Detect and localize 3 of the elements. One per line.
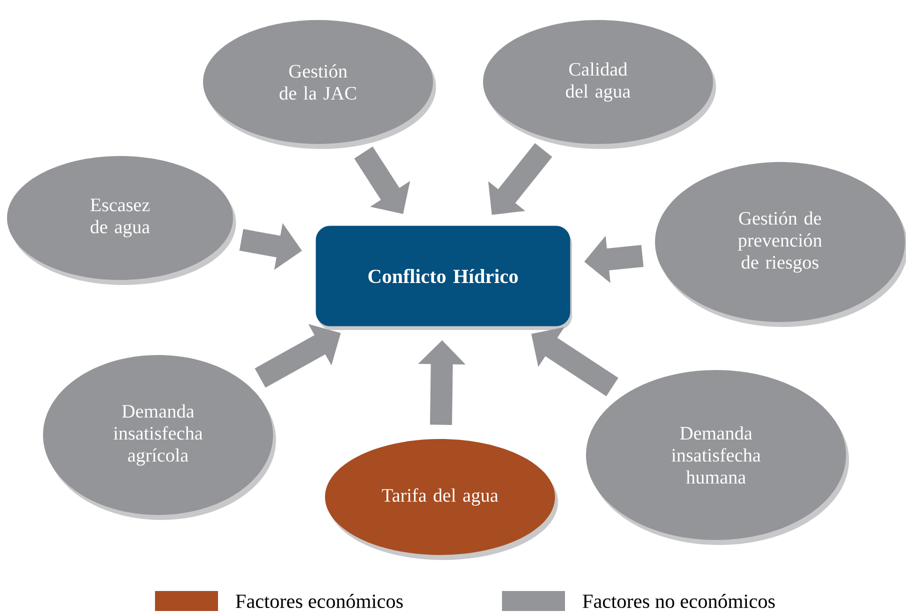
process-box: Conflicto Hídrico	[316, 226, 572, 330]
legend-label: Factores económicos	[236, 594, 403, 608]
legend-label: Factores no económicos	[582, 594, 775, 608]
